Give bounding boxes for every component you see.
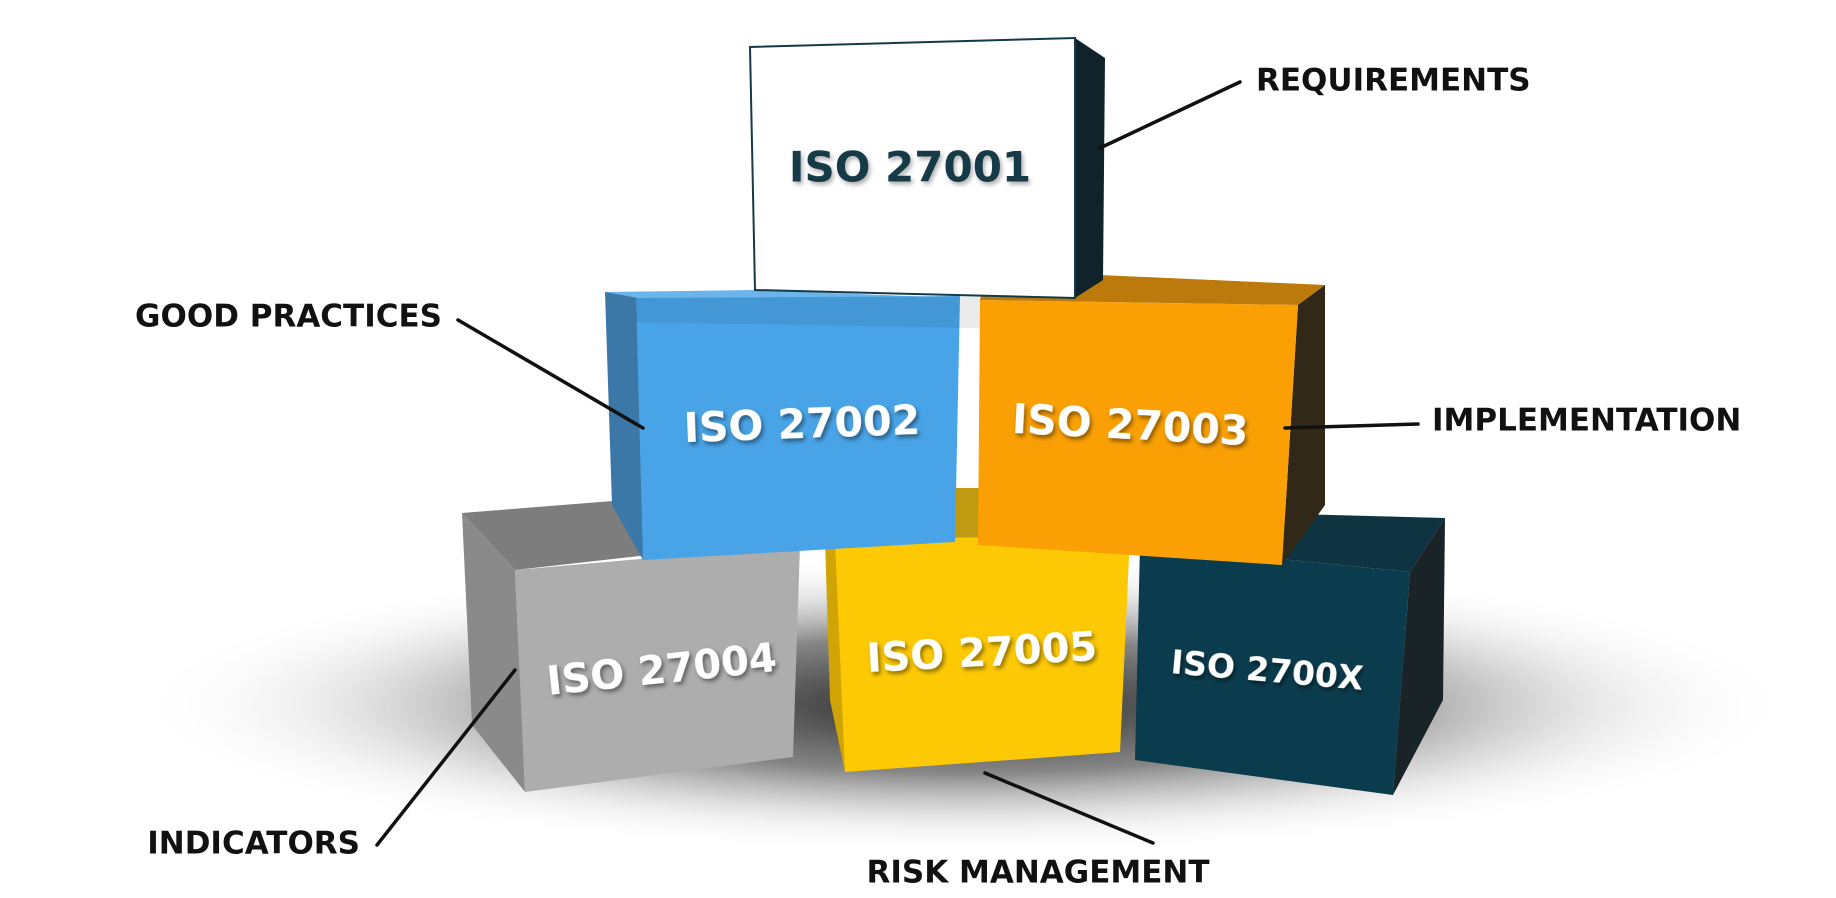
cube-iso-2700x-front — [1135, 545, 1410, 795]
leader-line-implementation — [1283, 422, 1420, 430]
cube-iso-27003-front — [978, 300, 1298, 565]
cube-iso-27001-label: ISO 27001 — [789, 143, 1031, 192]
cube-iso-27004-side — [462, 513, 525, 792]
cube-iso-27002-top-shadow — [636, 296, 1075, 330]
cube-iso-27002: ISO 27002 — [605, 290, 1075, 560]
cube-iso-2700x: ISO 2700X — [1135, 510, 1445, 795]
cube-iso-2700x-side — [1393, 518, 1445, 795]
cube-iso-27002-side — [605, 292, 643, 560]
cube-iso-27001-side — [1075, 38, 1105, 298]
cube-iso-27001-front — [748, 36, 1076, 300]
cube-iso-27003: ISO 27003 — [978, 275, 1325, 565]
leader-line-good-practices — [456, 318, 645, 430]
leader-line-indicators — [375, 668, 517, 847]
cube-iso-27004: ISO 27004 — [462, 500, 825, 792]
cube-iso-27002-front — [636, 296, 960, 560]
cube-iso-27001: ISO 27001 — [748, 36, 1105, 300]
cube-iso-27005-front — [835, 535, 1130, 772]
leader-line-requirements — [1098, 80, 1242, 150]
leader-line-risk-management — [983, 771, 1155, 845]
cube-iso-27002-label: ISO 27002 — [683, 396, 921, 452]
callout-indicators: INDICATORS — [147, 826, 360, 862]
callout-implementation: IMPLEMENTATION — [1432, 403, 1741, 439]
callout-risk-management: RISK MANAGEMENT — [866, 855, 1209, 891]
callout-good-practices: GOOD PRACTICES — [135, 299, 442, 335]
cube-iso-27004-front — [515, 545, 800, 792]
callout-requirements: REQUIREMENTS — [1256, 63, 1531, 99]
cube-iso-27003-side — [1282, 285, 1325, 565]
